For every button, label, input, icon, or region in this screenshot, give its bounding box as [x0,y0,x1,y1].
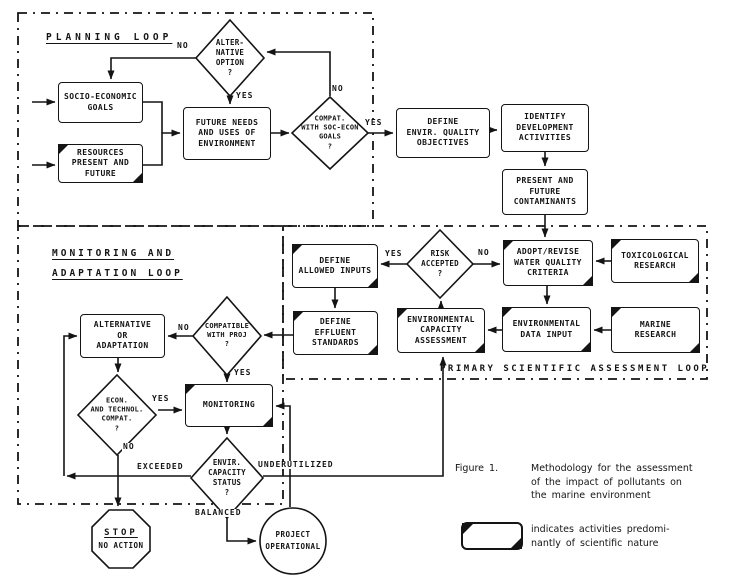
node-identify-development-activities: IDENTIFY DEVELOPMENT ACTIVITIES [501,104,589,152]
node-present-and-future-contaminants: PRESENT AND FUTURE CONTAMINANTS [502,169,588,215]
node-toxicological-research: TOXICOLOGICAL RESEARCH [611,239,699,283]
edge-label-econ-yes: YES [151,394,171,403]
node-marine-research: MARINE RESEARCH [611,307,700,353]
stop-no-action-node: STOP NO ACTION [98,528,143,550]
arrow [63,332,78,476]
edge-label-proj-yes: YES [233,368,253,377]
figure-caption: Methodology for the assessment of the im… [531,463,693,501]
diamond-compatible-with-proj-shape [191,295,263,377]
node-environmental-data-input: ENVIRONMENTAL DATA INPUT [502,307,591,352]
node-future-needs-and-uses: FUTURE NEEDS AND USES OF ENVIRONMENT [183,107,271,160]
stop-title: STOP [104,528,138,538]
decision-risk-accepted-label: RISK ACCEPTED ? [421,249,459,278]
arrow [275,402,291,507]
edge-label-risk-no: NO [477,248,491,257]
scientific-loop-border [282,225,708,380]
node-environmental-capacity-assessment: ENVIRONMENTAL CAPACITY ASSESSMENT [397,308,485,353]
arrow [226,518,257,545]
edge-label-alt-yes: YES [235,91,255,100]
diamond-alternative-option-shape [194,18,266,98]
decision-shapes [76,18,475,575]
arrow [143,129,181,166]
edge-label-alt-no: NO [176,41,190,50]
edge-label-risk-yes: YES [384,249,404,258]
project-operational-label: PROJECT OPERATIONAL [265,530,321,551]
edge-label-econ-no: NO [122,442,136,451]
project-operational-circle-shape [259,507,327,575]
decision-envir-capacity-status-label: ENVIR. CAPACITY STATUS ? [208,458,246,497]
diamond-econ-technol-compat-shape [76,373,158,457]
edge-label-underutilized: UNDERUTILIZED [257,460,335,469]
stop-octagon-shape [91,509,151,569]
monitoring-loop-border [17,225,284,505]
decision-econ-technol-compat-label: ECON. AND TECHNOL. COMPAT. ? [90,396,144,433]
node-adopt-revise-water-quality-criteria: ADOPT/REVISE WATER QUALITY CRITERIA [503,240,593,286]
planning-loop-title: PLANNING LOOP [46,32,173,43]
decision-compatible-with-proj-label: COMPATIBLE WITH PROJ ? [204,322,250,349]
edge-label-soc-no: NO [331,84,345,93]
diamond-compat-soc-econ-shape [290,95,370,171]
decision-alternative-option-label: ALTER- NATIVE OPTION ? [215,38,245,77]
edge-label-exceeded: EXCEEDED [136,462,185,471]
diamond-envir-capacity-status-shape [189,436,265,520]
arrow [263,356,447,477]
edge-label-proj-no: NO [177,323,191,332]
monitoring-loop-title: MONITORING AND ADAPTATION LOOP [52,248,183,279]
edge-label-balanced: BALANCED [194,508,243,517]
decision-compat-soc-econ-label: COMPAT. WITH SOC-ECON GOALS ? [301,114,359,151]
arrow [266,48,331,96]
node-alternative-or-adaptation: ALTERNATIVE OR ADAPTATION [80,314,165,358]
figure-number-label: Figure 1. [455,463,499,474]
arrow [143,101,163,133]
legend-scientific-activity-symbol [461,522,523,550]
node-monitoring: MONITORING [185,384,273,427]
edge-label-soc-yes: YES [364,118,384,127]
scientific-loop-title: PRIMARY SCIENTIFIC ASSESSMENT LOOP [440,364,710,374]
connector-arrows [32,48,611,545]
node-socio-economic-goals: SOCIO-ECONOMIC GOALS [58,82,143,123]
diamond-risk-accepted-shape [405,228,475,300]
node-define-allowed-inputs: DEFINE ALLOWED INPUTS [292,244,378,288]
node-resources-present-and-future: RESOURCES PRESENT AND FUTURE [58,144,143,183]
node-define-effluent-standards: DEFINE EFFLUENT STANDARDS [293,311,378,355]
node-define-envir-quality-objectives: DEFINE ENVIR. QUALITY OBJECTIVES [396,108,490,158]
legend-caption: indicates activities predomi- nantly of … [531,524,670,549]
arrow [107,57,196,80]
stop-subtitle: NO ACTION [98,541,144,550]
